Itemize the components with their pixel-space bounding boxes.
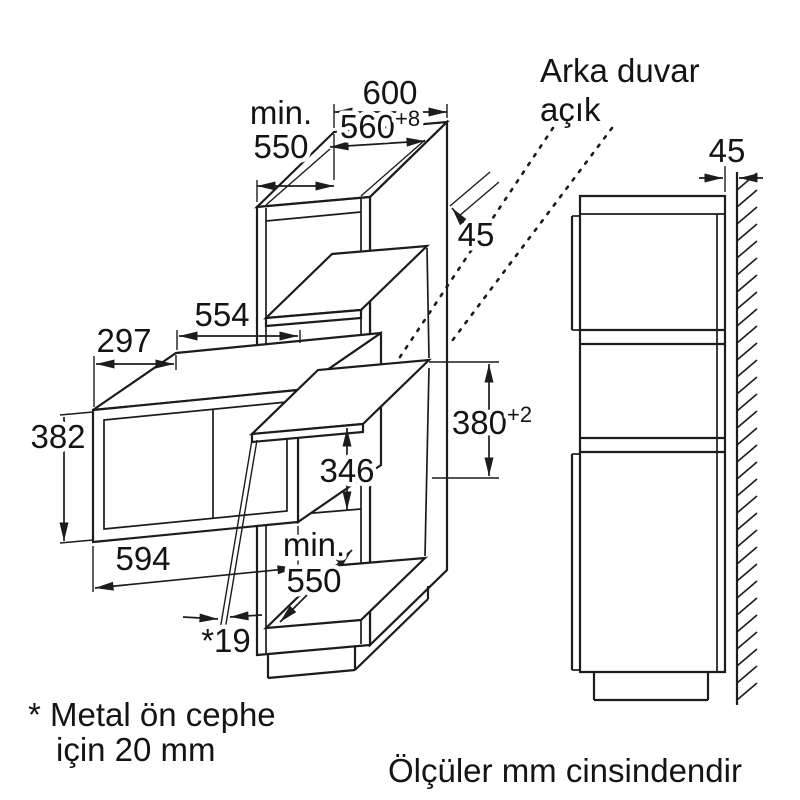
dim-label-front-overhang: *19 [201, 622, 251, 659]
dim-niche-width: 560+8 [265, 102, 426, 206]
dim-label-appliance-width: 594 [115, 540, 170, 577]
dim-label-rear-gap-right: 45 [709, 132, 746, 169]
dim-label-appliance-height: 382 [30, 418, 85, 455]
footnote-line1: * Metal ön cephe [28, 696, 276, 733]
side-view: 45 [570, 128, 763, 705]
dim-label-appliance-depth: 554 [194, 296, 249, 333]
dim-label-bottom-depth-min: min. [283, 526, 345, 563]
dim-label-niche-height: 380+2 [452, 402, 532, 441]
dim-label-niche-width: 560+8 [340, 106, 420, 145]
dim-label-rear-gap-left: 45 [458, 216, 495, 253]
dim-rear-gap-right: 45 [699, 128, 763, 192]
dim-label-inner-height: 346 [319, 452, 374, 489]
dim-rear-gap-left: 45 [449, 171, 500, 258]
units-note: Ölçüler mm cinsindendir [388, 752, 742, 789]
dim-label-bottom-depth-value: 550 [286, 562, 341, 599]
cabinet-upper-shelf [263, 244, 430, 328]
dim-label-depth-value: 550 [253, 128, 308, 165]
dim-cabinet-width: 600 [333, 70, 448, 128]
dim-niche-height: 380+2 [429, 361, 537, 479]
footnote-line2: için 20 mm [56, 731, 216, 768]
dim-appliance-depth: 554 [176, 292, 301, 350]
dim-label-cabinet-width: 600 [362, 74, 417, 111]
dim-label-depth-min: min. [250, 94, 312, 131]
dim-label-appliance-half-width: 297 [96, 322, 151, 359]
cabinet-plinth [266, 586, 430, 680]
dim-appliance-half-width: 297 [92, 318, 177, 407]
dim-appliance-height: 382 [26, 411, 94, 544]
dim-front-overhang: *19 [182, 439, 263, 664]
note-back-wall-line1: Arka duvar [540, 52, 700, 89]
dim-appliance-width: 594 [92, 526, 299, 592]
dim-cabinet-depth-top: min. 550 [245, 90, 335, 202]
dim-inner-height: 346 [315, 428, 379, 510]
cabinet-side-view [570, 194, 727, 702]
cabinet-niche-shelf [249, 358, 432, 444]
note-back-wall-line2: açık [540, 91, 601, 128]
wall-hatch [736, 172, 758, 701]
microwave-door [103, 401, 288, 530]
dim-bottom-depth: min. 550 [278, 522, 353, 623]
back-wall-open-leaders [396, 126, 614, 362]
